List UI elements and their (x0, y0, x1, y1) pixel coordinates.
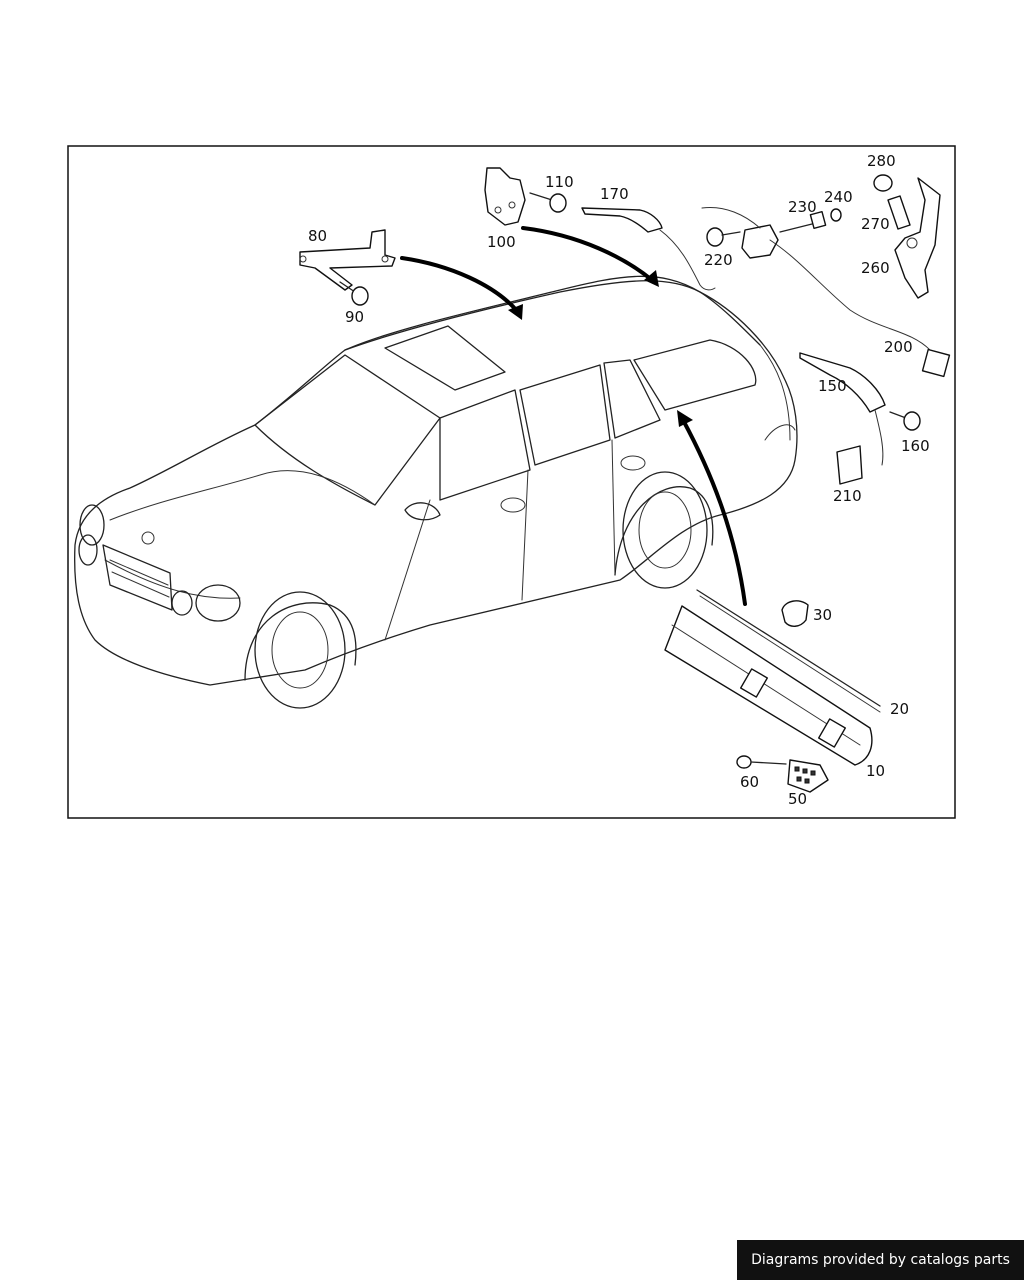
part-220-bolt (706, 227, 741, 247)
callout-260: 260 (861, 259, 890, 277)
callout-50: 50 (788, 790, 807, 808)
callout-280: 280 (867, 152, 896, 170)
callout-80: 80 (308, 227, 327, 245)
callout-210: 210 (833, 487, 862, 505)
part-20-rod (696, 589, 881, 713)
callout-200: 200 (884, 338, 913, 356)
footer-credit-text: Diagrams provided by catalogs parts (751, 1252, 1010, 1268)
assembly-arrows (400, 226, 747, 606)
callout-240: 240 (824, 188, 853, 206)
part-80-bracket (299, 229, 396, 291)
part-100-hinge (484, 167, 526, 226)
part-60-screw (736, 755, 787, 769)
callout-20: 20 (890, 700, 909, 718)
diagram-frame (67, 145, 956, 819)
part-160-bolt (889, 411, 921, 431)
callout-170: 170 (600, 185, 629, 203)
part-260-bracket (894, 177, 941, 299)
part-90-bolt (339, 281, 369, 306)
part-110-bolt (529, 192, 567, 213)
callout-60: 60 (740, 773, 759, 791)
callout-100: 100 (487, 233, 516, 251)
part-230-actuator (741, 210, 827, 259)
callout-10: 10 (866, 762, 885, 780)
callout-labels: 10 20 30 50 60 80 90 100 110 150 160 170… (308, 152, 930, 808)
car-illustration (74, 275, 798, 709)
part-50-switch (787, 759, 829, 793)
callout-150: 150 (818, 377, 847, 395)
callout-160: 160 (901, 437, 930, 455)
part-210-cover (836, 445, 863, 485)
part-270-bolt (887, 195, 911, 230)
callout-30: 30 (813, 606, 832, 624)
part-30-cap (781, 600, 809, 627)
callout-230: 230 (788, 198, 817, 216)
callout-270: 270 (861, 215, 890, 233)
callout-90: 90 (345, 308, 364, 326)
footer-credit-badge: Diagrams provided by catalogs parts (737, 1240, 1024, 1280)
part-170-arm (581, 207, 716, 291)
part-280-nut (873, 174, 893, 192)
part-240-washer (830, 208, 842, 222)
callout-220: 220 (704, 251, 733, 269)
part-200-cable (701, 206, 951, 378)
callout-110: 110 (545, 173, 574, 191)
part-150-arm (799, 352, 886, 466)
part-10-roller-blind (664, 605, 873, 766)
